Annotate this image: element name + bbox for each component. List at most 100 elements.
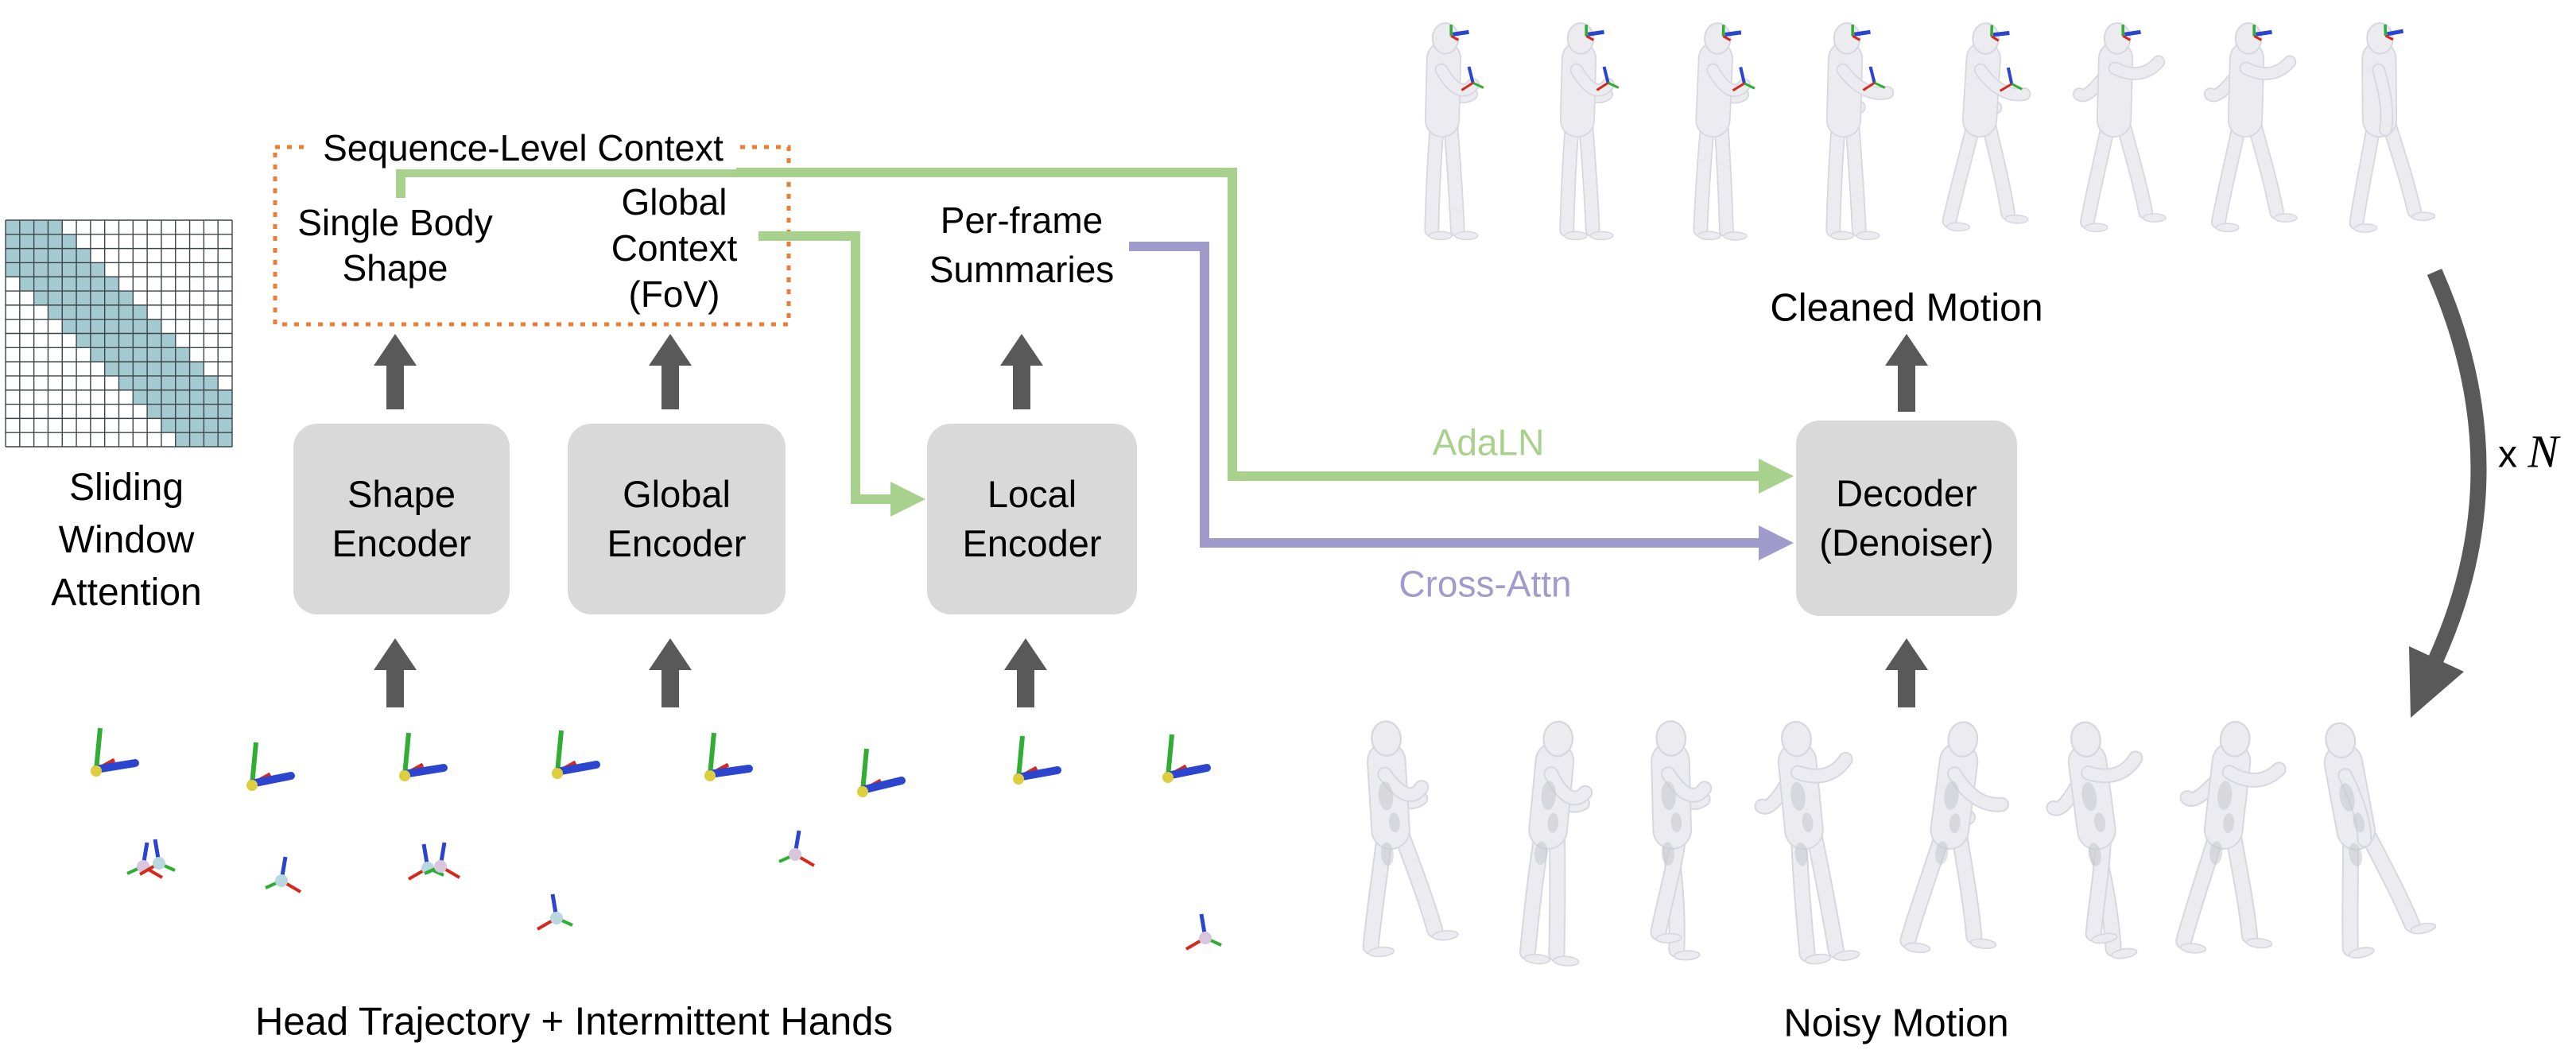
flow-arrow-icon	[649, 638, 692, 707]
human-figure	[1825, 22, 1895, 241]
attention-grid-cell	[161, 389, 176, 405]
attention-grid-cell	[161, 347, 176, 362]
local-encoder-box: Local Encoder	[927, 424, 1137, 614]
noisy-motion-label: Noisy Motion	[1783, 1002, 2009, 1045]
loop-arrowhead-icon	[2409, 646, 2464, 718]
head-pose-triad	[704, 732, 753, 781]
human-figure	[1424, 22, 1484, 241]
attention-grid-cell	[175, 375, 190, 390]
global-context-label: Global Context (FoV)	[611, 181, 738, 315]
attention-grid-cell	[175, 362, 190, 376]
head-pose-triad	[91, 727, 139, 777]
human-figure	[1899, 721, 2009, 954]
decoder-box: Decoder (Denoiser)	[1796, 420, 2017, 616]
attention-grid-cell	[6, 234, 20, 249]
adaln-label: AdaLN	[1432, 421, 1545, 463]
human-figure	[1519, 720, 1593, 967]
attention-grid-cell	[204, 389, 219, 405]
attention-grid-cell	[48, 248, 63, 263]
attention-grid-cell	[161, 362, 176, 376]
attention-grid-cell	[147, 375, 161, 390]
head-pose-triad	[857, 748, 906, 797]
attention-grid-cell	[90, 277, 105, 292]
global-context-arrowhead-icon	[890, 482, 925, 517]
hand-pose-triad	[424, 842, 461, 879]
attention-grid-cell	[204, 432, 219, 447]
attention-grid-cell	[90, 304, 105, 320]
attention-grid-cell	[48, 262, 63, 277]
attention-grid-cell	[19, 262, 34, 277]
attention-grid-cell	[33, 234, 48, 249]
decoder-label: Decoder (Denoiser)	[1819, 472, 1994, 564]
human-figure	[2072, 22, 2167, 233]
local-encoder-label: Local Encoder	[962, 473, 1102, 564]
attention-grid-cell	[6, 248, 20, 263]
attention-grid-cell	[48, 277, 63, 292]
attention-grid-cell	[218, 404, 232, 419]
attention-grid-cell	[76, 291, 91, 305]
attention-grid-cell	[218, 389, 232, 405]
flow-arrow-icon	[1004, 638, 1047, 707]
human-figure	[2323, 722, 2437, 959]
human-figure	[2175, 721, 2287, 954]
attention-grid-cell	[204, 375, 219, 390]
attention-grid-cell	[118, 333, 134, 348]
head-pose-triad	[552, 730, 600, 779]
attention-grid-cell	[189, 418, 204, 433]
attention-grid-cell	[161, 418, 176, 433]
attention-grid-cell	[204, 418, 219, 433]
attention-grid-cell	[62, 291, 77, 305]
attention-grid-cell	[62, 248, 77, 263]
shape-encoder-label: Shape Encoder	[332, 473, 471, 564]
attention-grid-cell	[6, 220, 20, 234]
attention-grid-cell	[104, 319, 119, 334]
sequence-context-title: Sequence-Level Context	[310, 126, 736, 169]
attention-grid-cell	[104, 362, 119, 376]
adaln-arrowhead-icon	[1759, 459, 1794, 494]
attention-grid-cell	[175, 418, 190, 433]
attention-grid-cell	[133, 362, 148, 376]
flow-arrow-icon	[374, 638, 417, 707]
attention-grid-cell	[104, 277, 119, 292]
attention-grid-cell	[48, 291, 63, 305]
attention-grid-cell	[48, 234, 63, 249]
attention-grid-cell	[175, 389, 190, 405]
shape-encoder-box: Shape Encoder	[293, 424, 510, 614]
noisy-motion-row	[1362, 720, 2437, 967]
hand-pose-triad	[1185, 913, 1222, 951]
head-pose-triad	[1162, 734, 1211, 783]
attention-grid-cell	[204, 404, 219, 419]
attention-grid-cell	[147, 404, 161, 419]
input-trajectory	[91, 727, 1222, 951]
attention-grid-cell	[175, 432, 190, 447]
attention-grid-cell	[189, 432, 204, 447]
human-figure	[2203, 22, 2298, 233]
flow-arrow-icon	[1885, 334, 1928, 412]
attention-grid-cell	[33, 291, 48, 305]
head-pose-triad	[246, 742, 295, 791]
attention-grid-cell	[133, 347, 148, 362]
flow-arrow-icon	[1885, 638, 1928, 707]
input-label: Head Trajectory + Intermittent Hands	[254, 1000, 894, 1044]
attention-grid-cell	[147, 389, 161, 405]
attention-grid-cell	[19, 234, 34, 249]
attention-grid-cell	[147, 347, 161, 362]
adaln-connector	[396, 168, 1760, 481]
attention-grid-cell	[62, 304, 77, 320]
human-figure	[1362, 720, 1459, 958]
attention-grid	[5, 219, 233, 448]
cross-attn-arrowhead-icon	[1759, 525, 1794, 560]
global-context-connector	[758, 231, 894, 504]
attention-grid-cell	[33, 248, 48, 263]
attention-grid-cell	[104, 304, 119, 320]
attention-grid-cell	[189, 389, 204, 405]
loop-times-symbol: x	[2497, 433, 2517, 476]
attention-grid-cell	[19, 277, 34, 292]
attention-grid-cell	[76, 304, 91, 320]
cross-attn-connector	[1129, 242, 1760, 548]
attention-grid-cell	[19, 220, 34, 234]
attention-grid-cell	[48, 220, 63, 234]
global-encoder-label: Global Encoder	[607, 473, 747, 564]
